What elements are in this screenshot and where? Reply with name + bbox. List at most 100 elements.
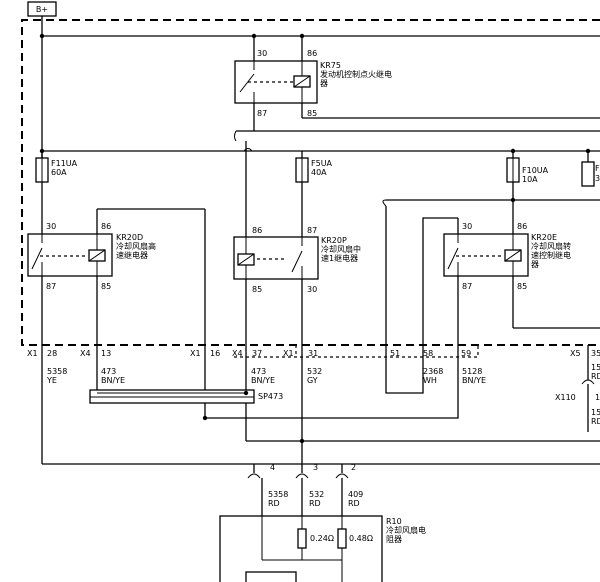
- svg-text:87: 87: [257, 109, 267, 118]
- svg-text:532: 532: [309, 490, 324, 499]
- svg-text:473: 473: [251, 367, 266, 376]
- svg-text:速控制继电: 速控制继电: [531, 250, 571, 260]
- svg-text:15: 15: [591, 408, 600, 417]
- svg-text:5358: 5358: [268, 490, 288, 499]
- relay-kr75-desc: 发动机控制点火继电: [320, 69, 392, 79]
- svg-text:F5UA: F5UA: [311, 159, 333, 168]
- svg-text:2368: 2368: [423, 367, 443, 376]
- svg-text:87: 87: [307, 226, 317, 235]
- svg-text:X1: X1: [27, 349, 38, 358]
- svg-text:2: 2: [351, 463, 356, 472]
- svg-text:0.48Ω: 0.48Ω: [349, 534, 373, 543]
- relay-kr20d-id: KR20D: [116, 233, 143, 242]
- relay-kr75-id: KR75: [320, 61, 341, 70]
- fuse-block-boundary: [21, 19, 600, 346]
- svg-text:冷却风扇中: 冷却风扇中: [321, 244, 361, 254]
- fuse-f-partial: [581, 161, 595, 187]
- svg-text:WH: WH: [423, 376, 437, 385]
- svg-text:30: 30: [595, 174, 600, 183]
- svg-text:59: 59: [461, 349, 471, 358]
- svg-text:87: 87: [462, 282, 472, 291]
- svg-text:器: 器: [320, 79, 328, 88]
- resistor-inner-box: [245, 571, 297, 582]
- svg-text:30: 30: [462, 222, 472, 231]
- svg-text:86: 86: [517, 222, 527, 231]
- svg-text:阻器: 阻器: [386, 535, 402, 544]
- svg-text:F11UA: F11UA: [51, 159, 78, 168]
- svg-text:409: 409: [348, 490, 363, 499]
- relay-switch-contact: [239, 73, 255, 93]
- svg-text:51: 51: [390, 349, 400, 358]
- svg-text:X4: X4: [80, 349, 91, 358]
- wire-5128-bnye: [205, 276, 459, 419]
- svg-text:87: 87: [46, 282, 56, 291]
- connector-x1-shroud: [234, 345, 479, 358]
- svg-text:X4: X4: [232, 349, 243, 358]
- svg-text:473: 473: [101, 367, 116, 376]
- resistor-r10: [219, 515, 383, 582]
- svg-text:13: 13: [101, 349, 111, 358]
- splice-dot: [251, 33, 257, 39]
- svg-text:BN/YE: BN/YE: [101, 376, 125, 385]
- svg-text:RD: RD: [268, 499, 280, 508]
- svg-text:532: 532: [307, 367, 322, 376]
- svg-text:37: 37: [252, 349, 262, 358]
- resistor-element: [297, 528, 307, 549]
- svg-text:BN/YE: BN/YE: [462, 376, 486, 385]
- svg-text:0.24Ω: 0.24Ω: [310, 534, 334, 543]
- svg-text:速1继电器: 速1继电器: [321, 253, 358, 263]
- svg-text:RD: RD: [348, 499, 360, 508]
- svg-text:X5: X5: [570, 349, 581, 358]
- svg-text:器: 器: [531, 260, 539, 269]
- svg-text:4: 4: [270, 463, 275, 472]
- svg-text:RD: RD: [591, 417, 600, 426]
- svg-text:31: 31: [308, 349, 318, 358]
- svg-text:F10UA: F10UA: [522, 166, 549, 175]
- svg-text:30: 30: [46, 222, 56, 231]
- svg-text:15: 15: [591, 363, 600, 372]
- svg-text:X1: X1: [190, 349, 201, 358]
- connector-x110-label: X110: [555, 393, 576, 402]
- svg-text:86: 86: [252, 226, 262, 235]
- svg-text:F: F: [595, 164, 600, 173]
- svg-text:28: 28: [47, 349, 57, 358]
- splice-sp473-label: SP473: [258, 392, 283, 401]
- splice-dot: [585, 148, 591, 154]
- svg-text:85: 85: [517, 282, 527, 291]
- svg-text:86: 86: [307, 49, 317, 58]
- svg-text:速继电器: 速继电器: [116, 250, 148, 260]
- svg-text:冷却风扇高: 冷却风扇高: [116, 241, 156, 251]
- svg-text:GY: GY: [307, 376, 318, 385]
- svg-text:40A: 40A: [311, 168, 327, 177]
- svg-text:86: 86: [101, 222, 111, 231]
- svg-text:X1: X1: [283, 349, 294, 358]
- svg-text:冷却风扇电: 冷却风扇电: [386, 525, 426, 535]
- svg-text:10A: 10A: [522, 175, 538, 184]
- svg-text:1: 1: [595, 393, 600, 402]
- svg-text:85: 85: [101, 282, 111, 291]
- battery-label: B+: [36, 5, 48, 14]
- resistor-r10-id: R10: [386, 517, 402, 526]
- svg-text:BN/YE: BN/YE: [251, 376, 275, 385]
- svg-text:RD: RD: [591, 372, 600, 381]
- svg-text:16: 16: [210, 349, 220, 358]
- svg-text:85: 85: [307, 109, 317, 118]
- svg-text:RD: RD: [309, 499, 321, 508]
- relay-kr20e-id: KR20E: [531, 233, 557, 242]
- svg-text:60A: 60A: [51, 168, 67, 177]
- svg-text:30: 30: [257, 49, 267, 58]
- resistor-element: [337, 528, 347, 549]
- wire-2368-wh: [385, 206, 458, 394]
- svg-text:85: 85: [252, 285, 262, 294]
- svg-text:30: 30: [307, 285, 317, 294]
- svg-text:5128: 5128: [462, 367, 482, 376]
- svg-text:3: 3: [313, 463, 318, 472]
- svg-text:5358: 5358: [47, 367, 67, 376]
- svg-text:58: 58: [423, 349, 433, 358]
- svg-text:YE: YE: [46, 376, 57, 385]
- svg-text:冷却风扇转: 冷却风扇转: [531, 241, 571, 251]
- splice-dot: [510, 148, 516, 154]
- relay-kr20p-id: KR20P: [321, 236, 347, 245]
- splice-dot: [299, 33, 305, 39]
